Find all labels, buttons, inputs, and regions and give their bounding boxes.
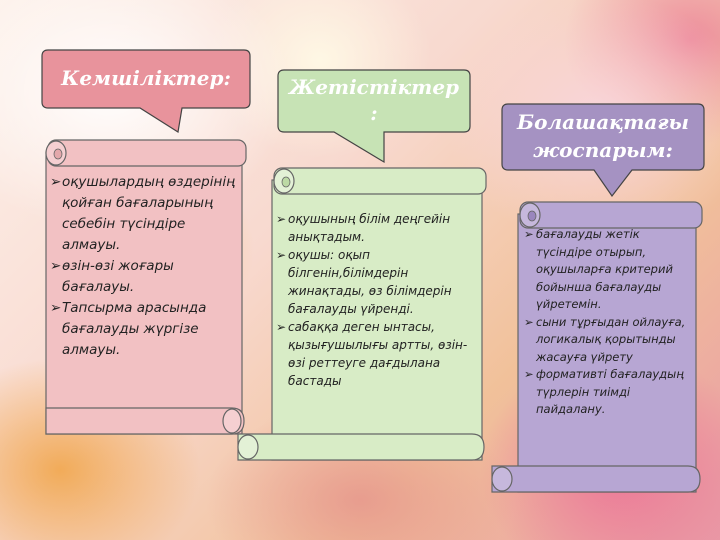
list-item: ➢ бағалауды жетік түсіндіре отырып, оқуш…	[524, 227, 673, 311]
arrow-bullet-icon: ➢	[524, 367, 534, 381]
scroll-list: ➢ бағалауды жетік түсіндіре отырып, оқуш…	[524, 226, 696, 419]
bubble-title: Кемшіліктер:	[61, 66, 231, 90]
scroll-shape	[45, 139, 247, 435]
scroll-list: ➢ оқушының білім деңгейін анықтадым. ➢ о…	[276, 210, 476, 390]
list-item: ➢ оқушылардың өздерінің қойған бағаларын…	[50, 174, 235, 253]
list-item: ➢ сыни тұрғыдан ойлауға, логикалық қорыт…	[524, 314, 686, 364]
scroll-future-plans: ➢ бағалауды жетік түсіндіре отырып, оқуш…	[491, 200, 708, 496]
bubble-title: Болашақтағы жоспарым:	[517, 110, 689, 162]
list-item: ➢ өзін-өзі жоғары бағалауы.	[50, 258, 174, 295]
scroll-list: ➢ оқушылардың өздерінің қойған бағаларын…	[50, 172, 236, 361]
speech-bubble-shape	[277, 69, 471, 164]
list-item: ➢ оқушының білім деңгейін анықтадым.	[276, 212, 451, 244]
arrow-bullet-icon: ➢	[524, 314, 534, 329]
scroll-achievements: ➢ оқушының білім деңгейін анықтадым. ➢ о…	[237, 166, 492, 464]
bubble-weaknesses: Кемшіліктер:	[40, 48, 252, 134]
speech-bubble-shape	[41, 49, 251, 133]
speech-bubble-shape	[501, 103, 705, 198]
scroll-shape	[237, 167, 487, 461]
arrow-bullet-icon: ➢	[276, 248, 287, 262]
arrow-bullet-icon: ➢	[50, 174, 62, 190]
scroll-shape	[491, 201, 703, 493]
list-item: ➢ оқушы: оқып білгенін,білімдерін жинақт…	[276, 248, 452, 316]
arrow-bullet-icon: ➢	[276, 320, 287, 334]
scroll-weaknesses: ➢ оқушылардың өздерінің қойған бағаларын…	[36, 138, 252, 438]
list-item: ➢ формативті бағалаудың түрлерін тиімді …	[524, 367, 684, 416]
list-item: ➢ сабаққа деген ынтасы, қызығушылығы арт…	[276, 320, 468, 388]
bubble-achievements: Жетістіктер :	[276, 68, 472, 168]
list-item: ➢ Тапсырма арасында бағалауды жүргізе ал…	[50, 300, 207, 358]
arrow-bullet-icon: ➢	[276, 212, 287, 226]
arrow-bullet-icon: ➢	[50, 258, 62, 274]
arrow-bullet-icon: ➢	[524, 227, 534, 241]
bubble-future-plans: Болашақтағы жоспарым:	[500, 102, 706, 200]
bubble-title: Жетістіктер :	[288, 75, 460, 125]
arrow-bullet-icon: ➢	[50, 300, 62, 316]
